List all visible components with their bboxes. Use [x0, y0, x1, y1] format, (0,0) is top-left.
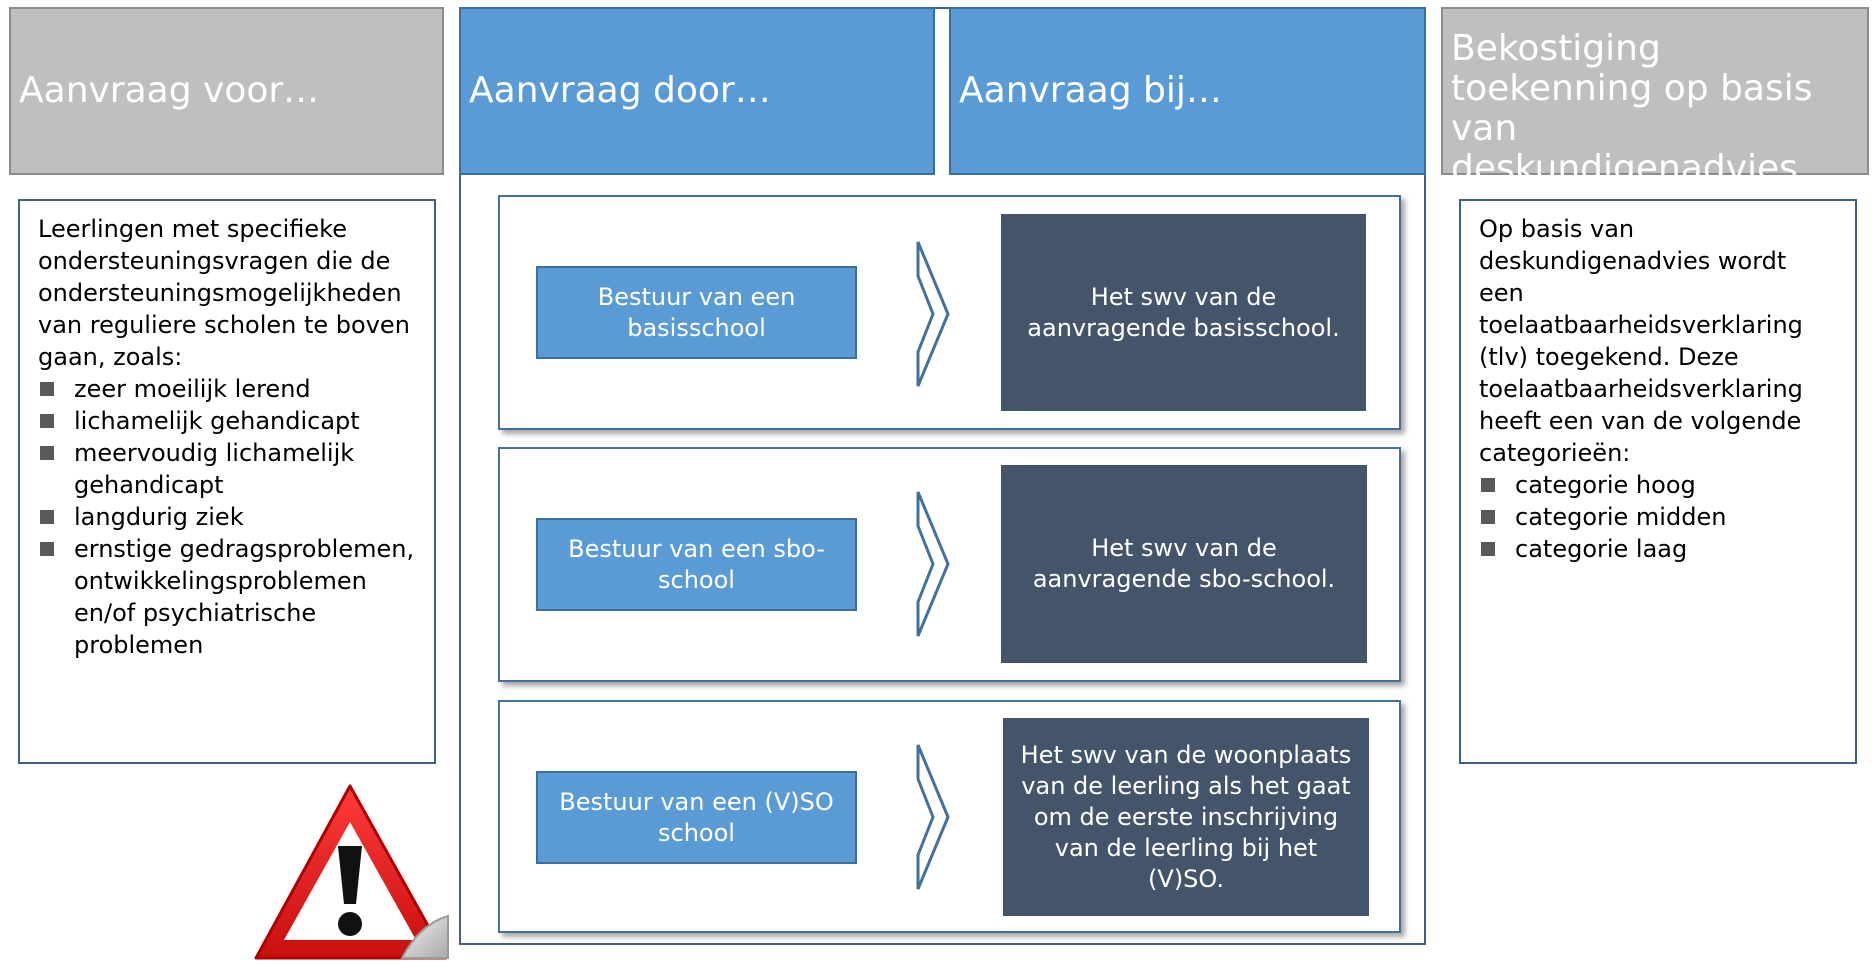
bij-box-label: Het swv van de aanvragende basisschool.: [1027, 282, 1340, 342]
list-item: meervoudig lichamelijk gehandicapt: [38, 437, 416, 501]
list-item: zeer moeilijk lerend: [38, 373, 416, 405]
header-aanvraag-bij: Aanvraag bij…: [949, 7, 1426, 175]
chevron-right-icon: [916, 241, 950, 387]
header-aanvraag-voor: Aanvraag voor…: [9, 7, 444, 175]
left-panel-intro: Leerlingen met specifieke ondersteunings…: [38, 215, 410, 371]
header-aanvraag-voor-label: Aanvraag voor…: [19, 70, 320, 111]
left-panel: Leerlingen met specifieke ondersteunings…: [18, 199, 436, 764]
door-box-label: Bestuur van een (V)SO school: [559, 787, 834, 847]
door-box-sbo-school: Bestuur van een sbo-school: [536, 518, 857, 611]
list-item: ernstige gedragsproblemen, ontwikkelings…: [38, 533, 416, 661]
list-item: categorie laag: [1479, 533, 1837, 565]
list-item: categorie midden: [1479, 501, 1837, 533]
list-item: lichamelijk gehandicapt: [38, 405, 416, 437]
chevron-right-icon: [916, 744, 950, 890]
door-box-label: Bestuur van een basisschool: [597, 282, 796, 342]
right-panel-intro: Op basis van deskundigenadvies wordt een…: [1479, 215, 1803, 467]
left-panel-list: zeer moeilijk lerend lichamelijk gehandi…: [38, 373, 416, 661]
bij-box-label: Het swv van de woonplaats van de leerlin…: [1020, 740, 1352, 893]
door-box-basisschool: Bestuur van een basisschool: [536, 266, 857, 359]
chevron-right-icon: [916, 491, 950, 637]
bij-box-vso-school: Het swv van de woonplaats van de leerlin…: [1003, 718, 1369, 916]
door-box-vso-school: Bestuur van een (V)SO school: [536, 771, 857, 864]
bij-box-basisschool: Het swv van de aanvragende basisschool.: [1001, 214, 1366, 411]
list-item: langdurig ziek: [38, 501, 416, 533]
header-aanvraag-door-label: Aanvraag door…: [469, 70, 771, 111]
bij-box-sbo-school: Het swv van de aanvragende sbo-school.: [1001, 465, 1367, 663]
right-panel: Op basis van deskundigenadvies wordt een…: [1459, 199, 1857, 764]
list-item: categorie hoog: [1479, 469, 1837, 501]
header-aanvraag-door: Aanvraag door…: [459, 7, 935, 175]
warning-icon: [254, 784, 449, 960]
header-bekostiging: Bekostiging toekenning op basis van desk…: [1441, 7, 1869, 189]
header-aanvraag-bij-label: Aanvraag bij…: [959, 70, 1222, 111]
bij-box-label: Het swv van de aanvragende sbo-school.: [1032, 534, 1336, 593]
header-bekostiging-label: Bekostiging toekenning op basis van desk…: [1451, 28, 1834, 189]
right-panel-list: categorie hoog categorie midden categori…: [1479, 469, 1837, 565]
door-box-label: Bestuur van een sbo-school: [568, 534, 825, 594]
